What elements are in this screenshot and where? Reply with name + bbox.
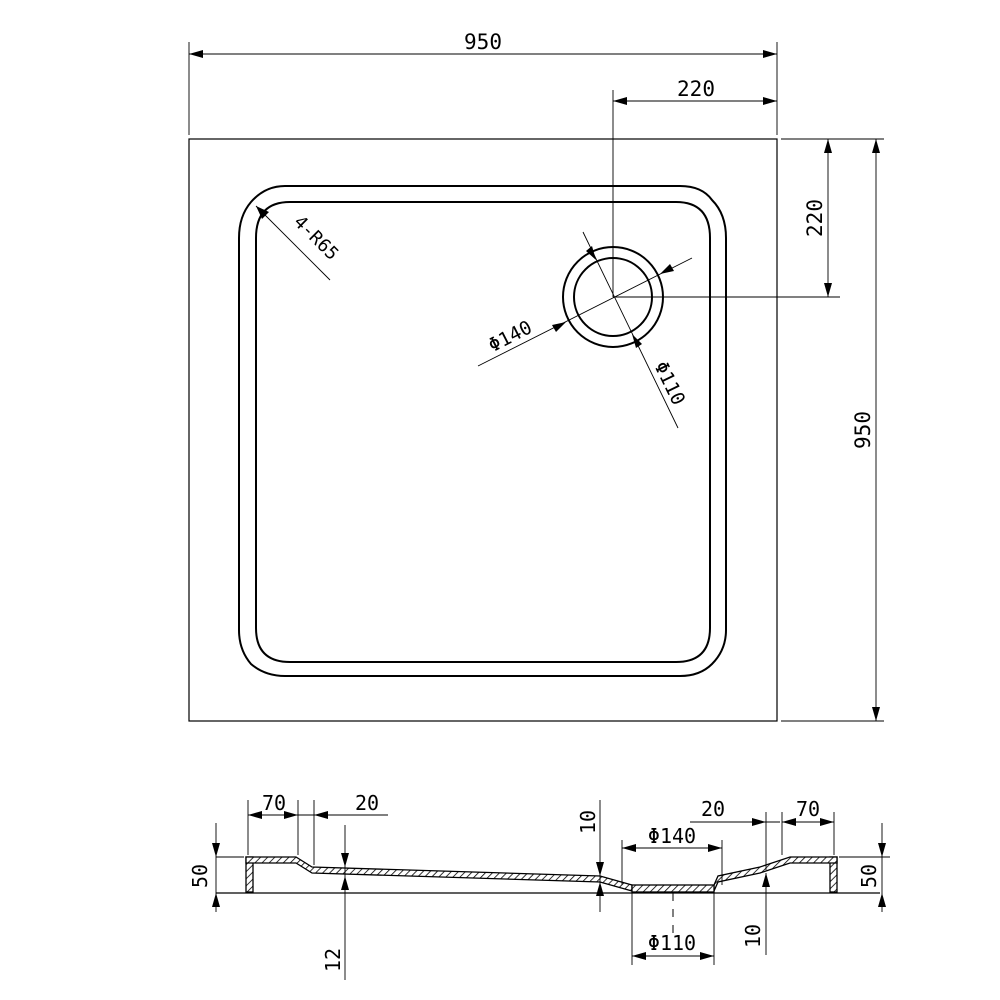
label-drain-step-top: 10 bbox=[576, 810, 600, 834]
dimension-section-drain-outer bbox=[621, 840, 723, 885]
label-height-950: 950 bbox=[851, 411, 875, 449]
top-view: 950 220 220 950 4-R65 Φ140 Φ110 bbox=[188, 30, 884, 722]
basin-inner-edge bbox=[255, 201, 711, 663]
basin-outer-edge bbox=[238, 185, 727, 677]
dimension-height-950 bbox=[781, 138, 884, 722]
dimension-section-drain-inner bbox=[631, 893, 715, 965]
label-width-950: 950 bbox=[464, 30, 502, 54]
dimension-drain-inner bbox=[582, 231, 679, 429]
label-left-rim: 70 bbox=[262, 791, 286, 815]
dimension-left-rim bbox=[247, 800, 299, 855]
dimension-drain-outer bbox=[477, 257, 693, 367]
dimension-drain-offset-x bbox=[612, 90, 777, 297]
label-base-thickness: 12 bbox=[321, 948, 345, 972]
dimension-width-950 bbox=[188, 42, 778, 135]
dimension-right-slope bbox=[690, 812, 780, 870]
tray-outline bbox=[188, 138, 778, 722]
label-left-height: 50 bbox=[188, 864, 212, 888]
label-drain-inner: Φ110 bbox=[649, 358, 689, 409]
label-left-slope: 20 bbox=[355, 791, 379, 815]
section-view: 70 20 50 12 10 Φ140 Φ110 20 70 50 10 bbox=[188, 791, 890, 980]
label-right-height: 50 bbox=[857, 864, 881, 888]
label-drain-offset-x: 220 bbox=[677, 77, 715, 101]
left-slope-section bbox=[245, 856, 633, 892]
dimension-drain-offset-y bbox=[613, 139, 840, 298]
dimension-left-height bbox=[212, 823, 244, 912]
label-section-drain-outer: Φ140 bbox=[648, 824, 696, 848]
label-right-slope: 20 bbox=[701, 797, 725, 821]
label-corner-radius: 4-R65 bbox=[289, 212, 342, 265]
label-section-drain-inner: Φ110 bbox=[648, 931, 696, 955]
drain-bottom-section bbox=[631, 884, 715, 893]
right-slope-section bbox=[713, 856, 838, 892]
label-drain-outer: Φ140 bbox=[485, 316, 536, 356]
label-right-rim: 70 bbox=[796, 797, 820, 821]
dimension-drain-step-top bbox=[596, 800, 604, 912]
dimension-right-height bbox=[839, 823, 890, 912]
label-drain-offset-y: 220 bbox=[803, 199, 827, 237]
dimension-corner-radius bbox=[255, 205, 331, 281]
dimension-right-rim bbox=[781, 812, 835, 855]
label-drain-step-bottom: 10 bbox=[741, 924, 765, 948]
dimension-base-thickness bbox=[341, 825, 349, 980]
dimension-drain-step-bottom bbox=[762, 873, 770, 955]
dimension-left-slope bbox=[298, 800, 388, 865]
